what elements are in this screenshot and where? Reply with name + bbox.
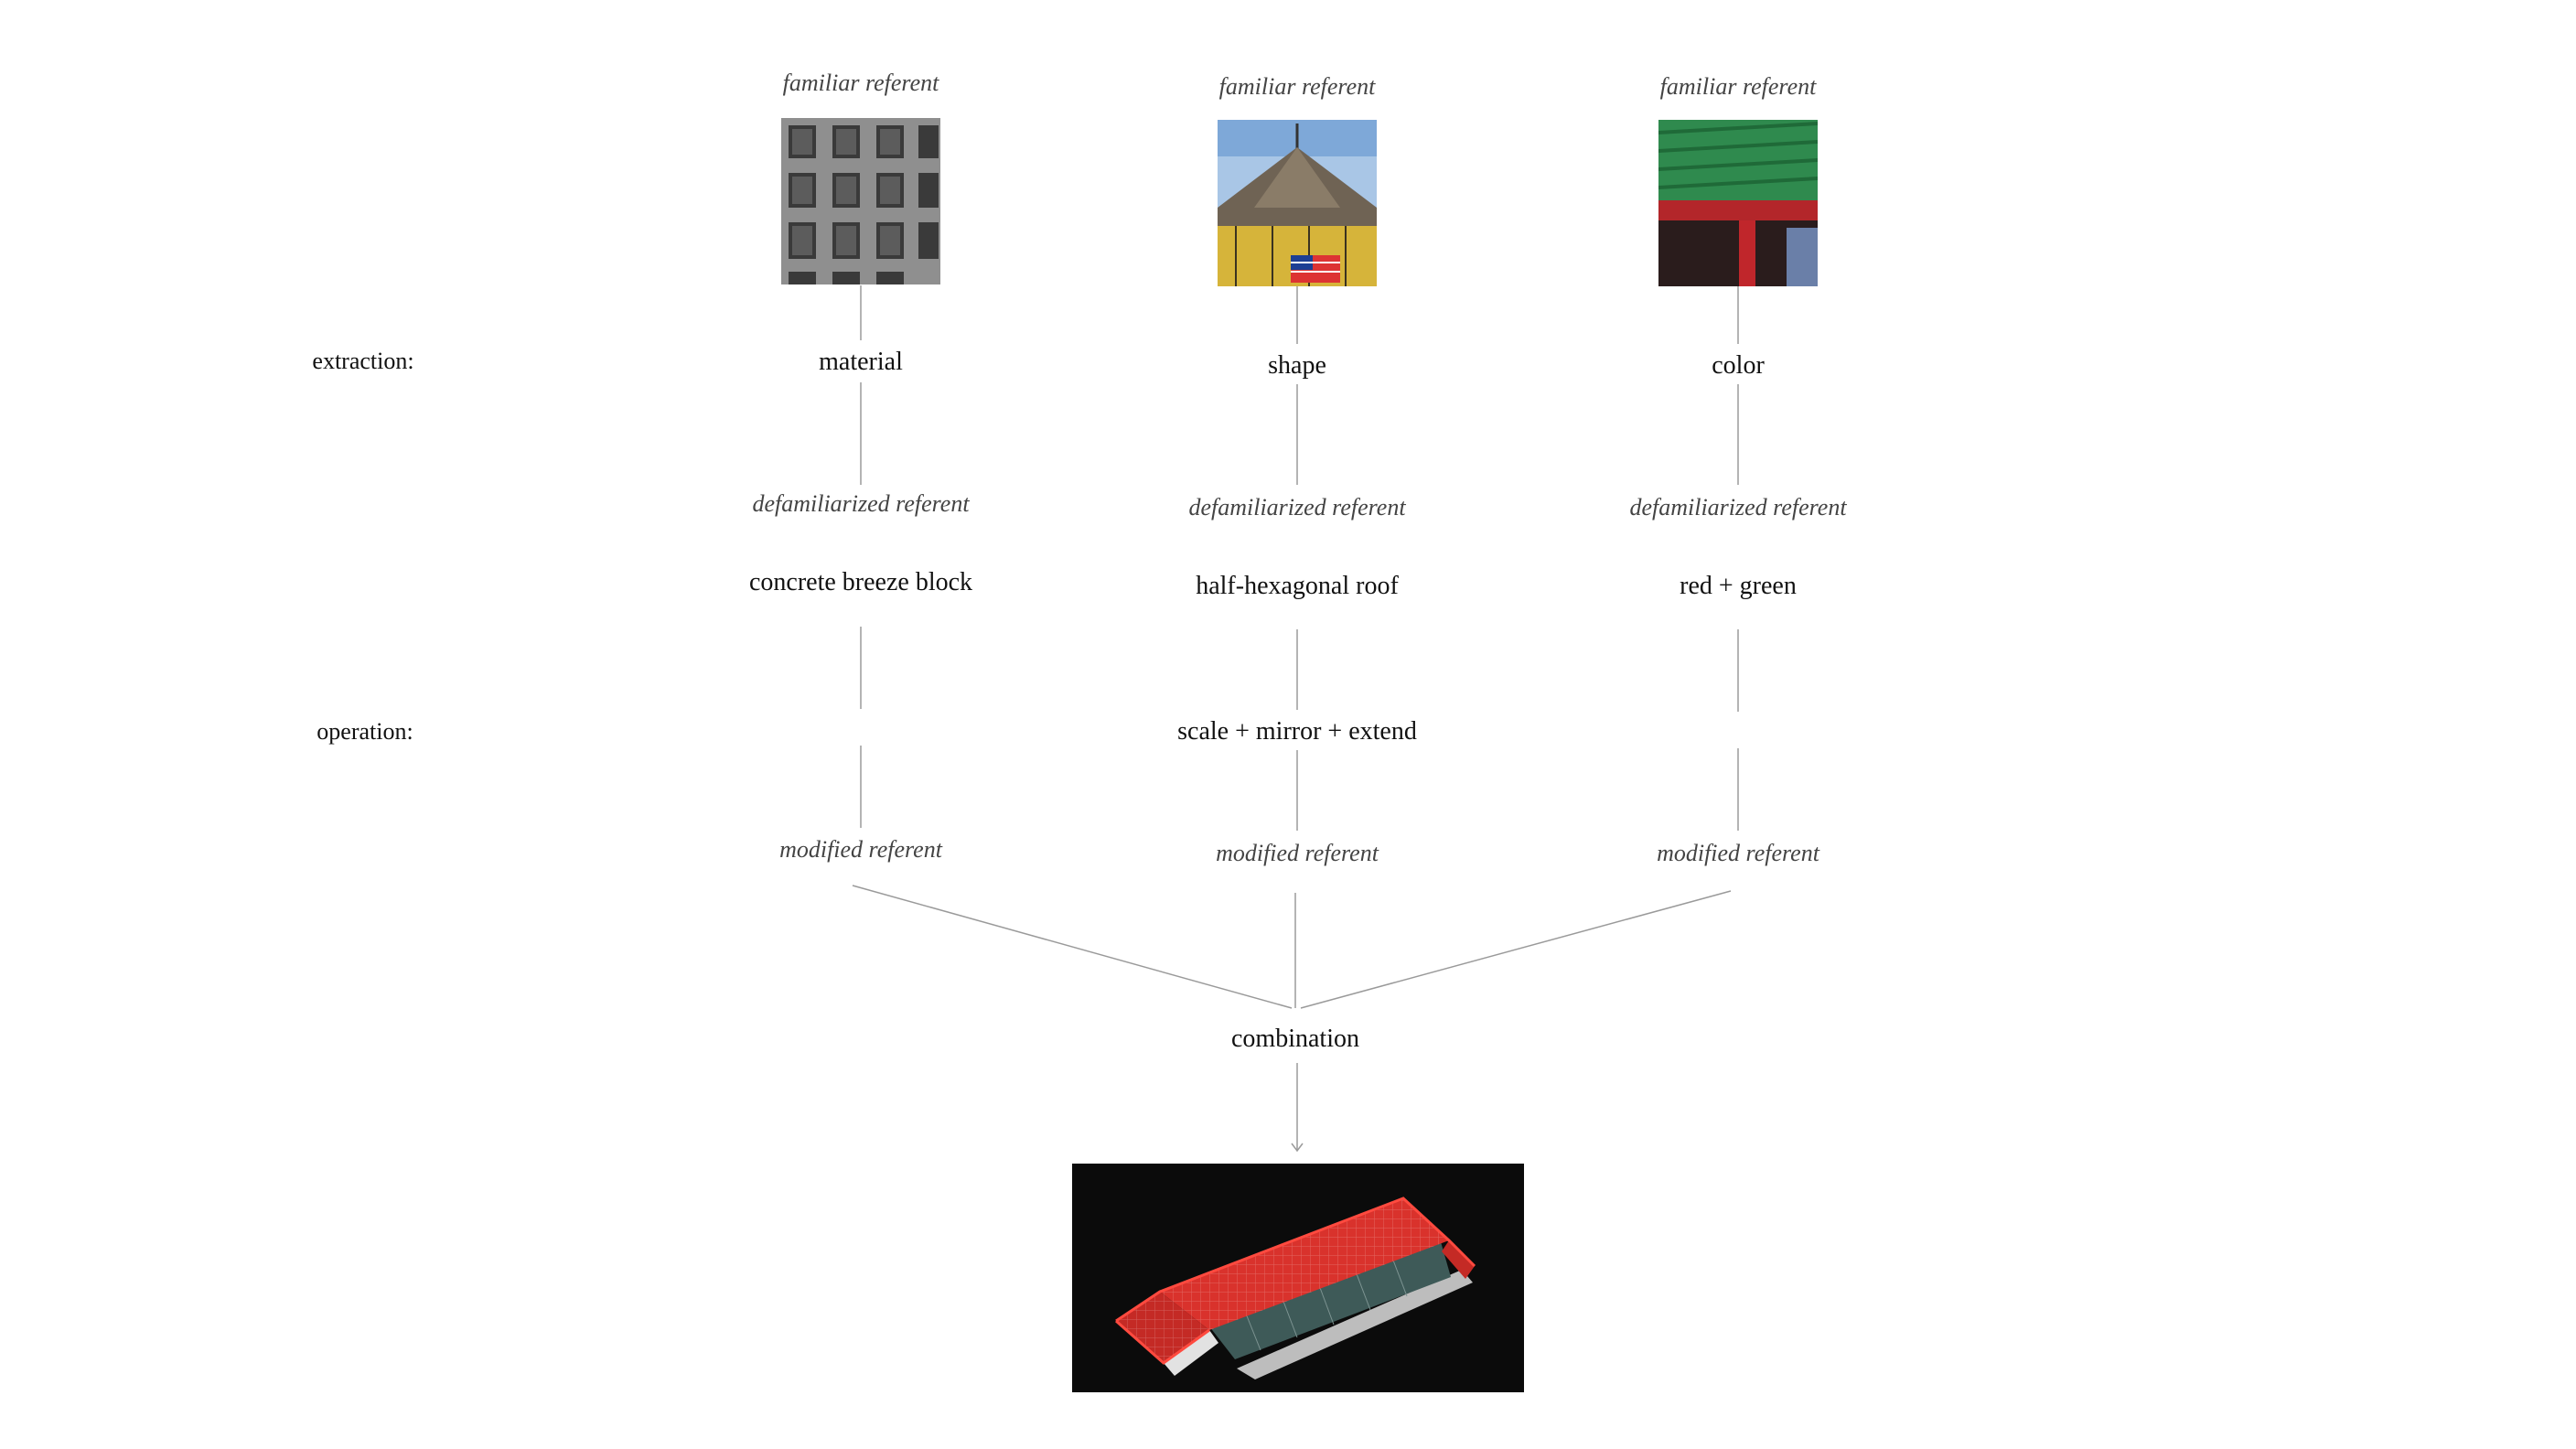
defamiliarized-referent-label: defamiliarized referent bbox=[752, 490, 970, 517]
row-label-extraction: extraction: bbox=[312, 348, 414, 374]
building-model-render bbox=[1072, 1164, 1524, 1392]
extraction-shape: shape bbox=[1268, 351, 1326, 380]
hexagonal-roof-photo bbox=[1218, 120, 1377, 286]
chinese-roof-photo bbox=[1658, 120, 1818, 286]
modified-referent-label: modified referent bbox=[1216, 840, 1379, 866]
defamiliarized-referent-label: defamiliarized referent bbox=[1188, 494, 1406, 521]
extraction-color: color bbox=[1712, 351, 1765, 380]
familiar-referent-label: familiar referent bbox=[1659, 73, 1817, 100]
familiar-referent-label: familiar referent bbox=[782, 70, 939, 96]
defamiliarized-referent-label: defamiliarized referent bbox=[1629, 494, 1847, 521]
operation-scale-mirror-extend: scale + mirror + extend bbox=[1177, 717, 1417, 746]
modified-referent-label: modified referent bbox=[779, 836, 942, 863]
extraction-material: material bbox=[819, 348, 903, 376]
breeze-block-photo bbox=[781, 118, 940, 284]
referent-half-hexagonal-roof: half-hexagonal roof bbox=[1196, 572, 1399, 600]
referent-red-green: red + green bbox=[1680, 572, 1797, 600]
combination-label: combination bbox=[1231, 1025, 1359, 1053]
modified-referent-label: modified referent bbox=[1657, 840, 1819, 866]
row-label-operation: operation: bbox=[317, 718, 413, 745]
familiar-referent-label: familiar referent bbox=[1218, 73, 1376, 100]
referent-concrete-breeze-block: concrete breeze block bbox=[748, 568, 973, 596]
